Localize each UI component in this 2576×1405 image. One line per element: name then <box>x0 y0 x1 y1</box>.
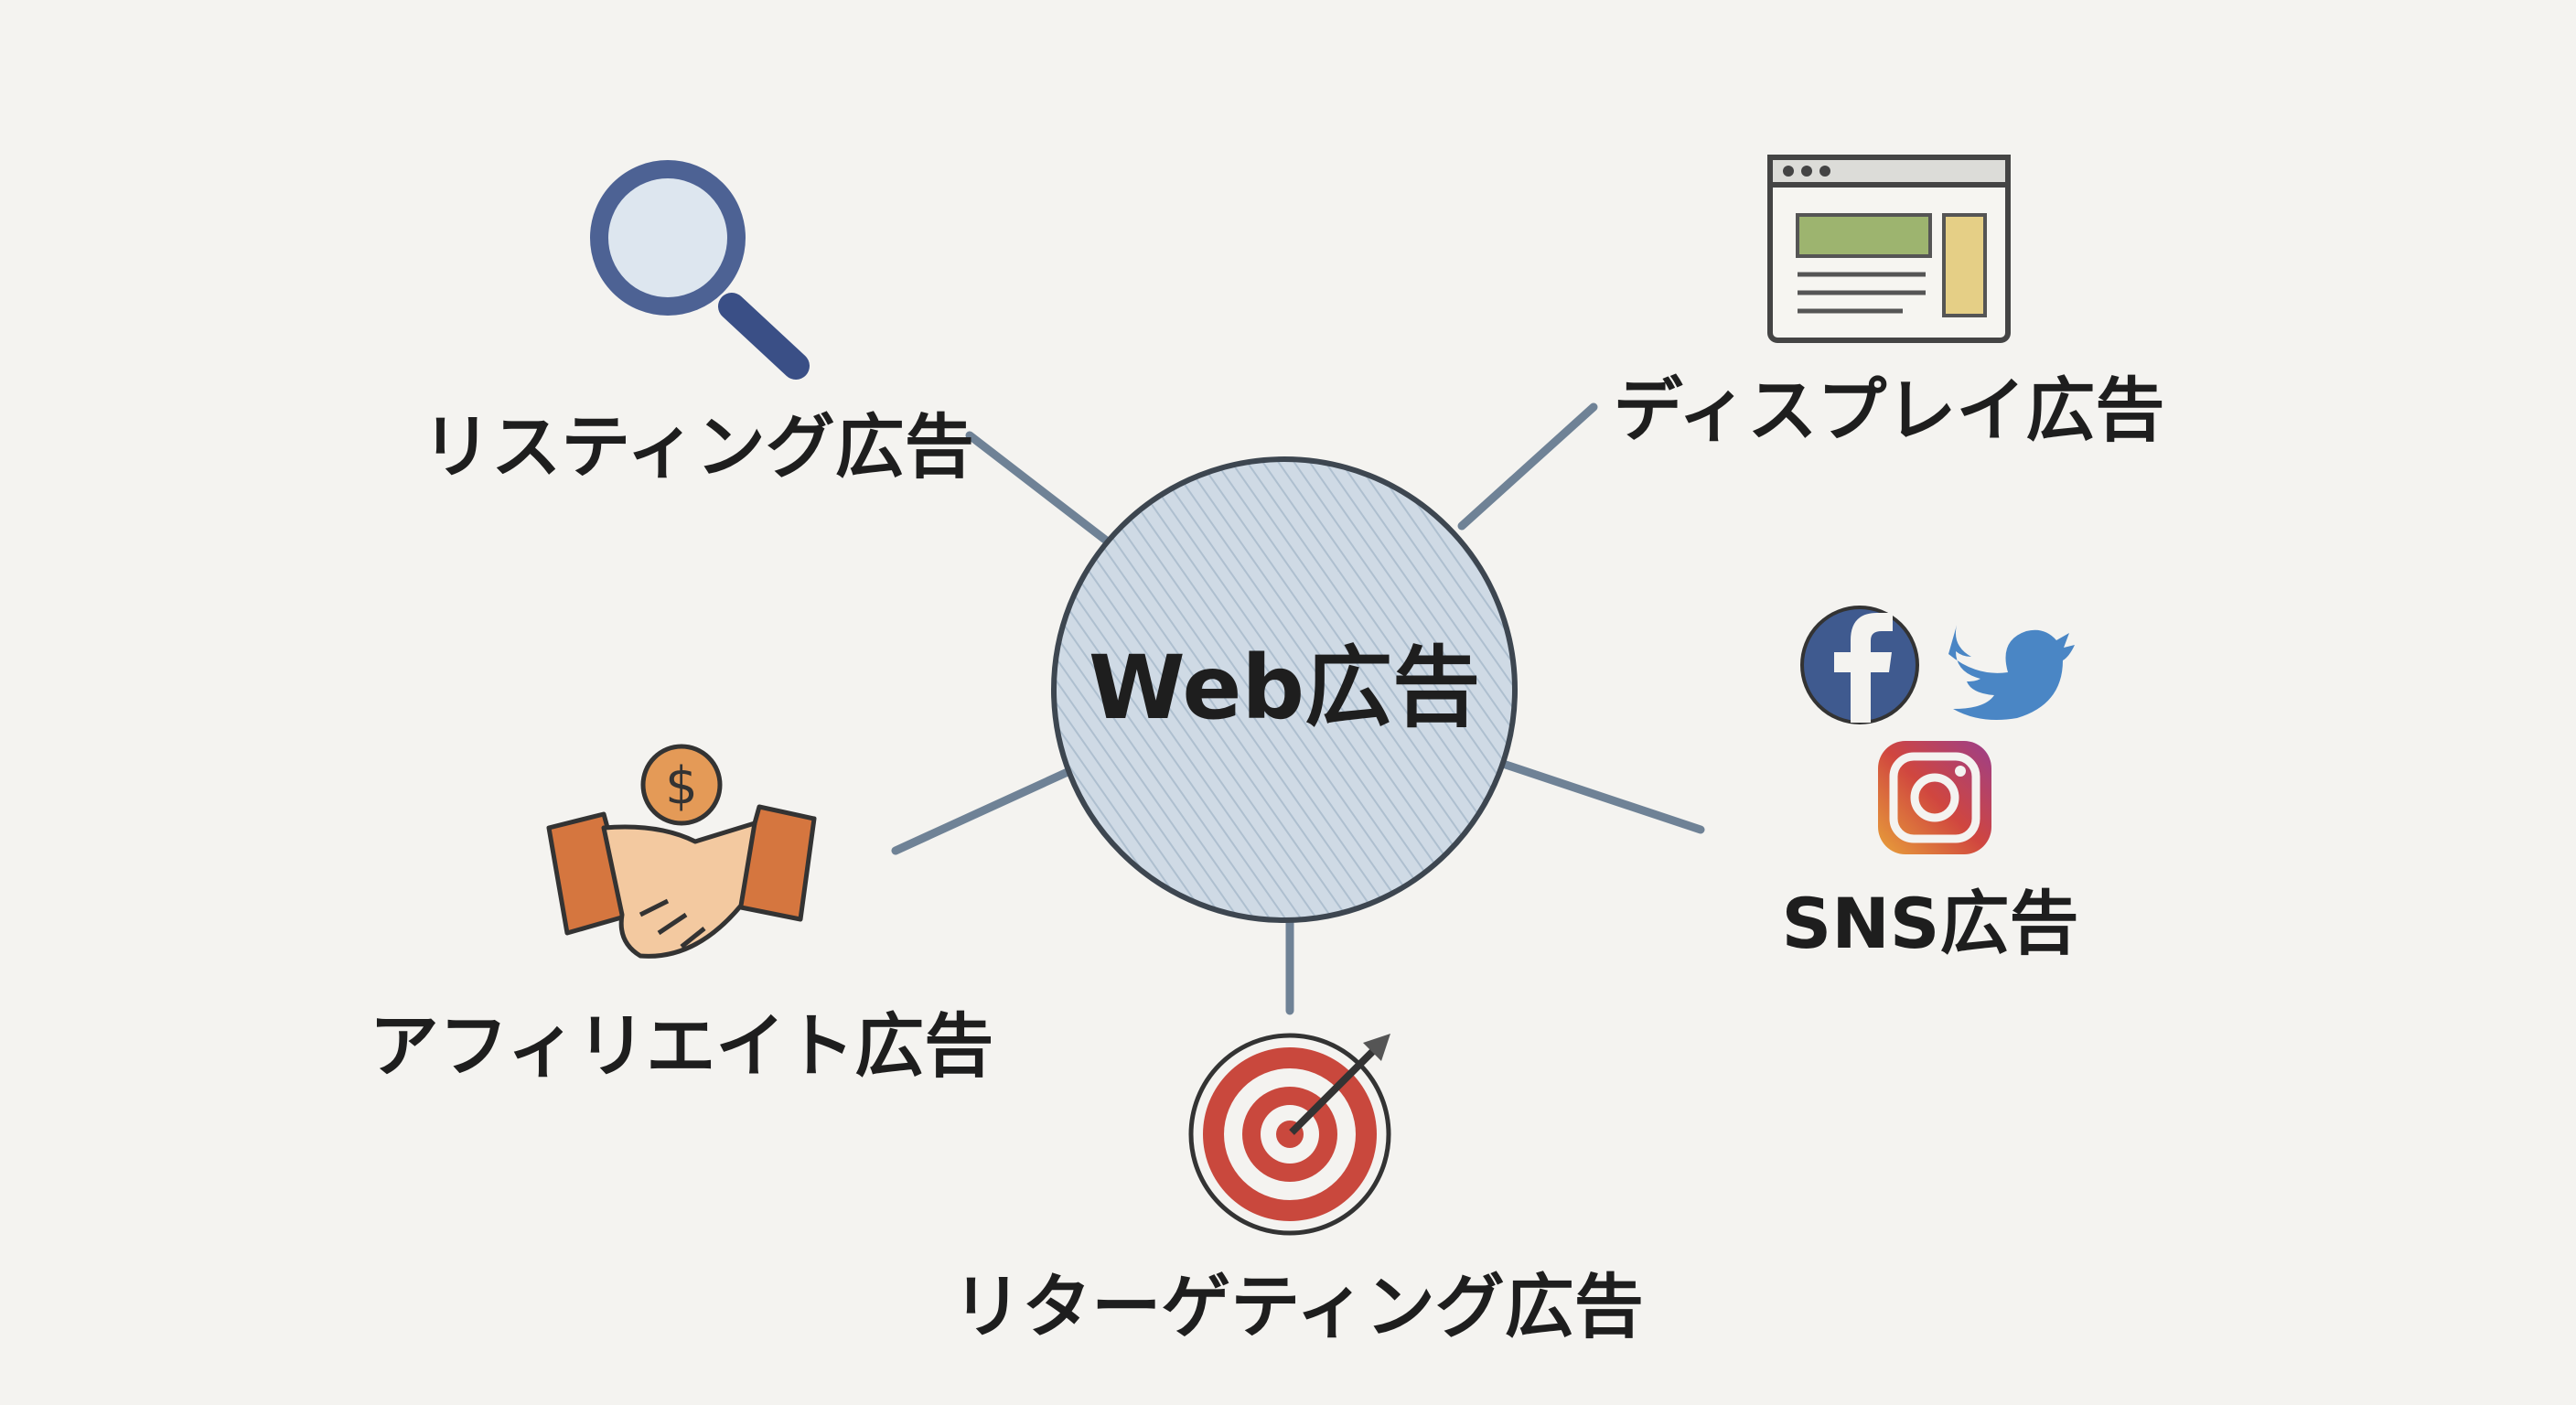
spoke-listing <box>965 431 1113 547</box>
facebook-icon <box>1800 606 1919 724</box>
node-affiliate: $ アフィリエイト広告 <box>370 744 993 1087</box>
browser-window-icon <box>1767 155 2011 343</box>
listing-label: リスティング広告 <box>422 406 973 488</box>
magnifying-glass-icon <box>590 160 810 380</box>
instagram-icon <box>1878 741 1991 854</box>
dollar-coin-icon: $ <box>640 744 723 826</box>
spoke-sns <box>1498 759 1705 834</box>
node-sns: SNS広告 <box>1781 606 2079 964</box>
affiliate-label: アフィリエイト広告 <box>370 1005 993 1087</box>
spoke-display <box>1457 402 1598 531</box>
spoke-affiliate <box>891 767 1072 855</box>
display-label: ディスプレイ広告 <box>1614 370 2165 451</box>
node-listing: リスティング広告 <box>422 160 974 488</box>
coin-symbol: $ <box>665 756 698 816</box>
retargeting-label: リターゲティング広告 <box>952 1266 1643 1347</box>
node-display: ディスプレイ広告 <box>1614 155 2165 451</box>
handshake-icon <box>546 804 817 959</box>
center-label: Web広告 <box>1089 637 1480 739</box>
target-arrow-icon <box>1188 1033 1391 1236</box>
sns-label: SNS広告 <box>1781 883 2078 964</box>
spokes <box>891 402 1705 1015</box>
twitter-icon <box>1948 622 2075 721</box>
node-retargeting: リターゲティング広告 <box>952 1033 1644 1347</box>
center-node: Web広告 <box>1051 456 1518 923</box>
